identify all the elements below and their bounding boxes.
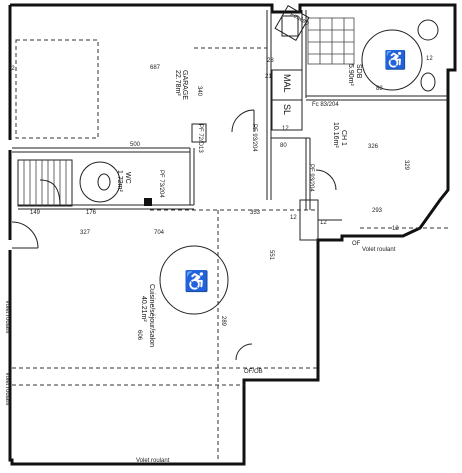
room-labels: GARAGE 22.78m² SDB 5.90m² MAL SL CH 1 10… <box>116 64 362 347</box>
outer-walls <box>8 3 457 466</box>
dim-329: 329 <box>403 160 409 171</box>
sink-small-icon <box>281 15 299 37</box>
door-wc-label: PF 73/204 <box>158 170 164 198</box>
dim-326: 326 <box>368 144 379 150</box>
dim-12b: 12 <box>282 126 289 132</box>
shower-grid <box>307 17 355 65</box>
dimensions: 687 340 500 80 326 329 293 327 704 353 5… <box>8 56 433 341</box>
dim-12a: 12 <box>290 215 297 221</box>
dashed-lines <box>12 47 448 460</box>
dim-22: 22 <box>8 66 15 72</box>
dim-687: 687 <box>150 65 161 71</box>
wc-name: WC <box>124 172 131 184</box>
staircase <box>17 159 73 207</box>
volet-bottom-label: Volet roulant <box>4 372 10 406</box>
toilet-sdb-icon <box>420 72 436 92</box>
dim-149: 149 <box>30 210 41 216</box>
ch1-name: CH 1 <box>340 130 347 146</box>
top-window-frame <box>274 5 310 41</box>
dim-500: 500 <box>130 142 141 148</box>
wheelchair-icon-sdb: ♿ <box>384 49 406 70</box>
interior-walls <box>12 10 448 241</box>
sdb-area: 5.90m² <box>347 64 354 86</box>
of-bottom-label: OF/OB <box>244 369 263 375</box>
sdb-name: SDB <box>355 64 362 79</box>
cuisine-name: Cuisine/séjour/salon <box>148 284 155 347</box>
wheelchair-circle-cuisine <box>159 245 229 315</box>
dim-28: 28 <box>267 58 274 64</box>
door-garage-label: PF 72/D13 <box>197 124 203 153</box>
wheelchair-circle-wc <box>79 161 121 203</box>
volet-top-label: Volet roulant <box>136 458 170 464</box>
wheelchair-icon-cuisine: ♿ <box>184 269 209 293</box>
door-labels: PF 72/D13 PF 93/204 Fc 83/204 PF 73/204 … <box>158 102 339 198</box>
column-mark <box>144 198 152 206</box>
door-entry-label: PF 93/204 <box>251 124 257 152</box>
dim-606: 606 <box>136 330 142 341</box>
dim-704: 704 <box>154 230 165 236</box>
sanitary-fixtures <box>97 15 439 191</box>
dim-327: 327 <box>80 230 91 236</box>
door-sl-label: PF 93/204 <box>308 164 314 192</box>
wheelchair-circle-sdb <box>361 29 423 91</box>
volet-left-label: Volet roulant <box>4 300 10 334</box>
dim-21: 21 <box>265 74 272 80</box>
dim-12d: 12 <box>392 226 399 232</box>
dim-80: 80 <box>280 143 287 149</box>
dim-176: 176 <box>86 210 97 216</box>
dim-12c: 12 <box>426 56 433 62</box>
dim-551: 551 <box>268 250 274 261</box>
dim-353: 353 <box>250 210 261 216</box>
dim-293: 293 <box>372 208 383 214</box>
of-right-label: OF <box>352 241 361 247</box>
sl-name: SL <box>282 104 292 115</box>
garage-area: 22.78m² <box>174 70 181 96</box>
door-ch1-label: Fc 83/204 <box>312 102 339 108</box>
wc-area: 1.72m² <box>116 170 123 192</box>
volet-right-label: Volet roulant <box>362 247 396 253</box>
sink-icon <box>417 19 439 41</box>
top-window-label: Fenêtre <box>289 12 310 28</box>
garage-name: GARAGE <box>181 70 188 100</box>
mal-name: MAL <box>282 74 292 93</box>
ch1-area: 10.16m² <box>332 122 339 148</box>
dim-12e: 12 <box>320 220 327 226</box>
cuisine-area: 40.21m² <box>140 296 147 322</box>
door-swings <box>11 109 337 361</box>
dim-88: 88 <box>376 86 383 92</box>
dim-289: 289 <box>220 316 226 327</box>
openings: OF OF/OB Fenêtre Volet roulant Volet rou… <box>4 5 396 464</box>
garage-car-outline <box>15 39 99 139</box>
dim-340: 340 <box>196 86 202 97</box>
boiler-icon <box>191 123 207 143</box>
wheelchair-turning-circles: ♿ ♿ <box>79 29 423 315</box>
toilet-wc-icon <box>97 173 111 191</box>
